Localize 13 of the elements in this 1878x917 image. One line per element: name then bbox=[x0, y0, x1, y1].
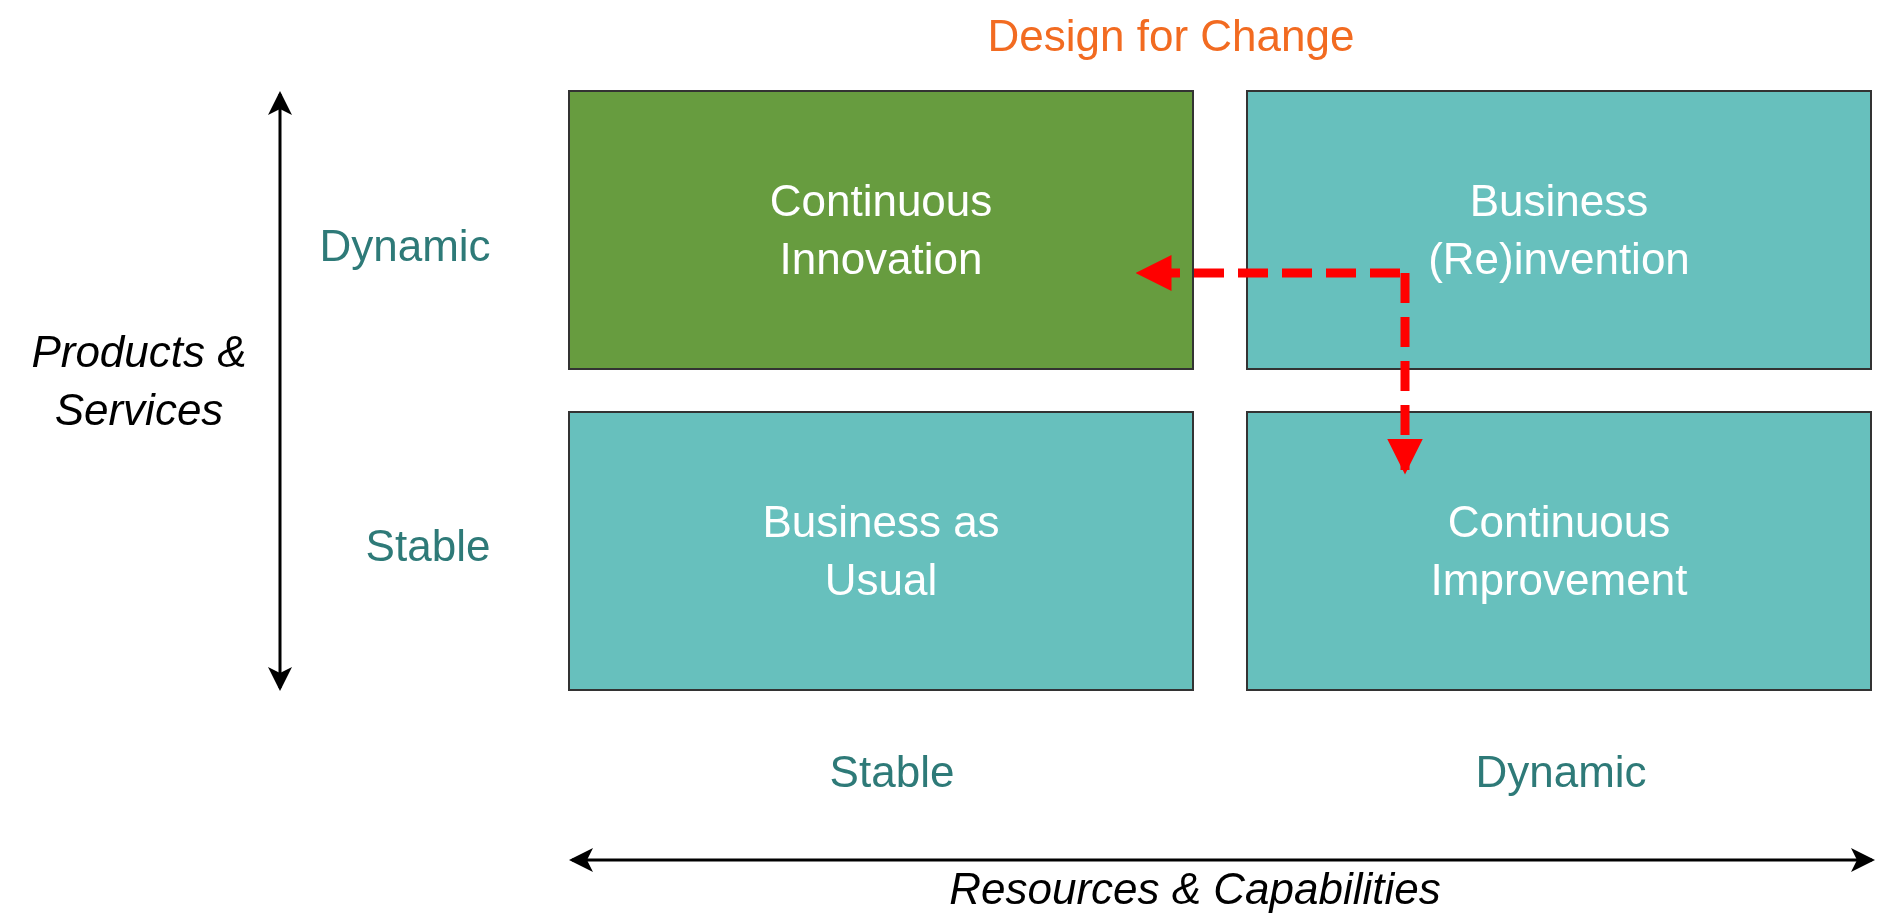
diagram-title: Design for Change bbox=[987, 11, 1355, 61]
quadrant-box: Continuous Improvement bbox=[1246, 411, 1872, 691]
axis-value-label: Dynamic bbox=[319, 221, 491, 271]
quadrant-box: Business (Re)invention bbox=[1246, 90, 1872, 370]
axis-value-label: Stable bbox=[829, 747, 955, 797]
axis-value-label: Dynamic bbox=[1475, 747, 1647, 797]
dashed-arrow bbox=[1387, 273, 1423, 475]
axis-title: Resources & Capabilities bbox=[949, 864, 1441, 914]
axis-title: Products & Services bbox=[30, 326, 248, 436]
quadrant-box: Business as Usual bbox=[568, 411, 1194, 691]
axis-value-label: Stable bbox=[365, 521, 491, 571]
quadrant-box: Continuous Innovation bbox=[568, 90, 1194, 370]
dashed-arrow bbox=[1135, 255, 1400, 291]
